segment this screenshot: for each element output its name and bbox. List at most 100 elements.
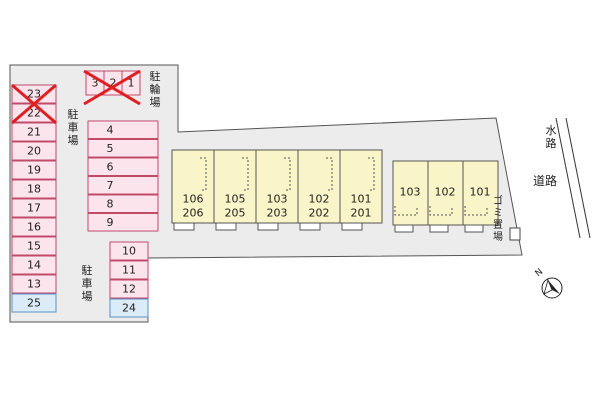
parking-space: 7 bbox=[87, 176, 159, 195]
unit-number: 102 bbox=[309, 193, 330, 206]
parking-space-number: 11 bbox=[122, 264, 136, 277]
parking-space-number: 10 bbox=[122, 245, 136, 258]
parking-space-number: 7 bbox=[107, 179, 114, 192]
parking-space: 6 bbox=[87, 157, 159, 176]
parking-space: 21 bbox=[11, 122, 57, 142]
parking-space: 4 bbox=[87, 120, 159, 139]
bicycle-slot-number: 2 bbox=[110, 77, 117, 90]
parking-space-number: 4 bbox=[107, 123, 114, 136]
building-unit: 103 bbox=[392, 160, 429, 233]
parking-space: 11 bbox=[109, 260, 149, 280]
label-road: 道路 bbox=[533, 174, 558, 188]
parking-space: 24 bbox=[109, 298, 149, 318]
north-arrow-icon bbox=[541, 277, 563, 299]
parking-space-rect bbox=[87, 176, 159, 195]
parking-space: 12 bbox=[109, 279, 149, 299]
parking-lower-block: 10 11 12 24 bbox=[109, 241, 149, 318]
parking-space-number: 9 bbox=[107, 216, 114, 229]
parking-space-number: 22 bbox=[27, 107, 41, 120]
parking-space-rect bbox=[11, 217, 57, 237]
parking-space: 22 bbox=[11, 103, 57, 123]
parking-middle-block: 4 5 6 7 8 9 bbox=[87, 120, 159, 232]
parking-space: 10 bbox=[109, 241, 149, 261]
bicycle-slot-number: 3 bbox=[92, 77, 99, 90]
parking-space-rect bbox=[109, 298, 149, 318]
unit-number: 102 bbox=[435, 186, 456, 199]
label-waterway: 水路 bbox=[545, 124, 557, 150]
unit-number: 101 bbox=[470, 186, 491, 199]
parking-space-rect bbox=[11, 236, 57, 256]
parking-space-number: 8 bbox=[107, 197, 114, 210]
parking-space-number: 24 bbox=[122, 302, 136, 315]
parking-space-rect bbox=[11, 293, 57, 313]
parking-space: 8 bbox=[87, 194, 159, 213]
parking-space-number: 5 bbox=[107, 142, 114, 155]
parking-space-number: 18 bbox=[27, 183, 41, 196]
parking-space-rect bbox=[87, 194, 159, 213]
parking-space-number: 16 bbox=[27, 221, 41, 234]
parking-space-number: 13 bbox=[27, 278, 41, 291]
bicycle-slot: 3 bbox=[85, 70, 105, 96]
parking-space-rect bbox=[11, 179, 57, 199]
parking-space: 23 bbox=[11, 84, 57, 104]
parking-space: 15 bbox=[11, 236, 57, 256]
parking-space-number: 6 bbox=[107, 160, 114, 173]
label-garbage: ゴミ置場 bbox=[493, 196, 503, 243]
parking-space: 20 bbox=[11, 141, 57, 161]
parking-space: 13 bbox=[11, 274, 57, 294]
unit-number: 205 bbox=[225, 207, 246, 220]
unit-number: 101 bbox=[351, 193, 372, 206]
unavailable-cross-icon bbox=[83, 69, 141, 106]
parking-space-rect bbox=[87, 213, 159, 232]
parking-space-number: 23 bbox=[27, 88, 41, 101]
parking-space-number: 25 bbox=[27, 297, 41, 310]
parking-space-number: 12 bbox=[122, 283, 136, 296]
building-unit: 102 bbox=[427, 160, 464, 233]
parking-space-rect bbox=[87, 120, 159, 139]
unavailable-cross-icon bbox=[11, 83, 57, 125]
label-parking-upper: 駐車場 bbox=[67, 108, 79, 147]
unit-number: 203 bbox=[267, 207, 288, 220]
waterway-line bbox=[565, 117, 591, 239]
unit-number: 202 bbox=[309, 207, 330, 220]
unit-number: 206 bbox=[183, 207, 204, 220]
waterway-line bbox=[555, 117, 581, 239]
parking-space: 25 bbox=[11, 293, 57, 313]
parking-space-rect bbox=[11, 198, 57, 218]
parking-space-rect bbox=[109, 260, 149, 280]
label-parking-lower: 駐車場 bbox=[81, 264, 93, 303]
building-unit: 101 bbox=[462, 160, 499, 233]
unit-number: 201 bbox=[351, 207, 372, 220]
parking-space: 18 bbox=[11, 179, 57, 199]
parking-space-rect bbox=[109, 279, 149, 299]
parking-space-number: 20 bbox=[27, 145, 41, 158]
parking-space-rect bbox=[11, 160, 57, 180]
unit-number: 105 bbox=[225, 193, 246, 206]
unit-number: 103 bbox=[267, 193, 288, 206]
parking-space-rect bbox=[11, 274, 57, 294]
parking-space-number: 21 bbox=[27, 126, 41, 139]
parking-space-rect bbox=[11, 141, 57, 161]
unit-number: 103 bbox=[400, 186, 421, 199]
parking-space: 17 bbox=[11, 198, 57, 218]
parking-space: 9 bbox=[87, 213, 159, 232]
parking-space-rect bbox=[11, 122, 57, 142]
parking-space: 16 bbox=[11, 217, 57, 237]
parking-space-rect bbox=[109, 241, 149, 261]
parking-space-rect bbox=[87, 157, 159, 176]
parking-space: 19 bbox=[11, 160, 57, 180]
parking-space-number: 14 bbox=[27, 259, 41, 272]
parking-left-column: 23 22 21 20 19 18 17 16 15 14 13 25 bbox=[11, 83, 57, 313]
parking-space: 5 bbox=[87, 139, 159, 158]
label-bicycle-parking: 駐輪場 bbox=[149, 70, 161, 109]
parking-space-number: 15 bbox=[27, 240, 41, 253]
bicycle-slot-number: 1 bbox=[128, 77, 135, 90]
